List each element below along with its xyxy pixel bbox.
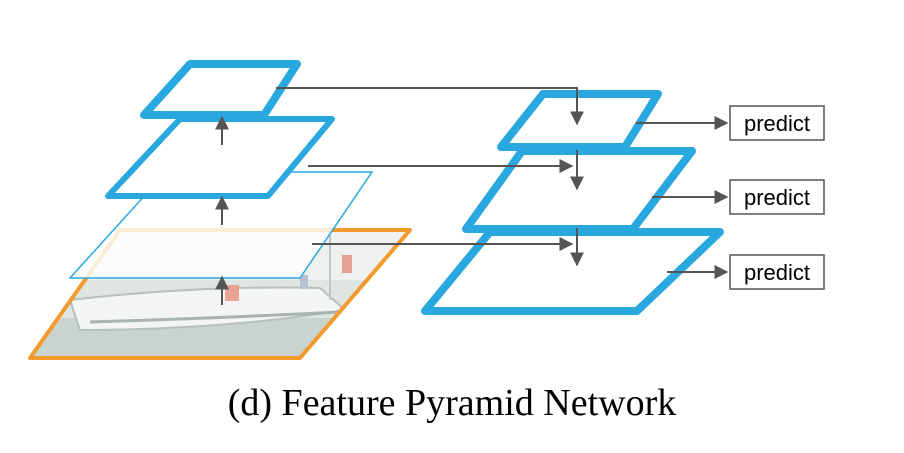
predict-label: predict (744, 185, 810, 210)
predict-label: predict (744, 111, 810, 136)
figure-caption: (d) Feature Pyramid Network (227, 382, 677, 424)
top-down-level-3 (497, 90, 662, 151)
bottom-up-level-2 (105, 116, 335, 199)
predict-label: predict (744, 260, 810, 285)
predict-box-bottom: predict (729, 254, 825, 290)
predict-box-top: predict (729, 105, 825, 141)
top-down-level-1 (421, 228, 724, 315)
bottom-up-level-3 (140, 60, 301, 119)
lateral-connection-top (276, 87, 584, 126)
top-down-level-2 (462, 147, 696, 233)
predict-box-middle: predict (729, 179, 825, 215)
